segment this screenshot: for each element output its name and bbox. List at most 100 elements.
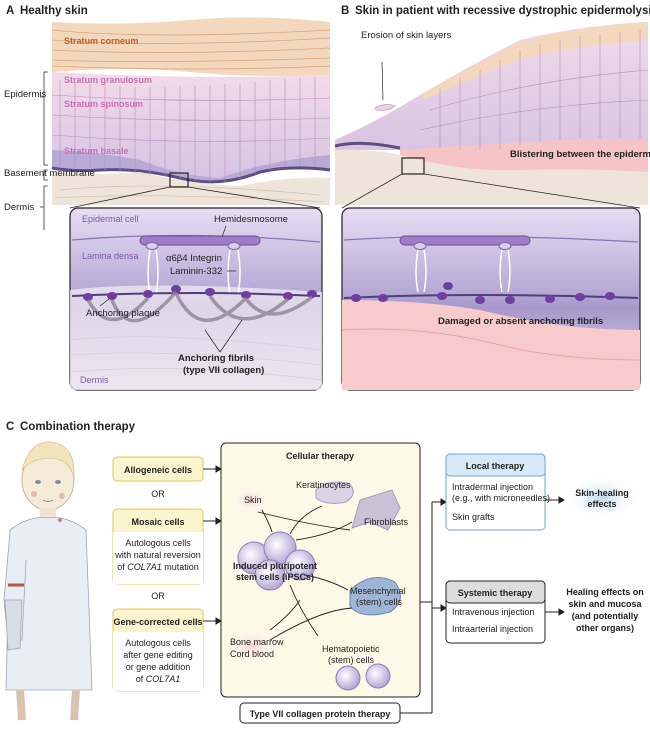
integrin-b-1: [413, 242, 427, 250]
child-illustration: [3, 441, 93, 721]
gc-desc-2: after gene editing: [123, 650, 193, 660]
zoom-line-right-b: [423, 173, 641, 209]
hematopoietic-label-2: (stem) cells: [328, 655, 375, 665]
or-label-2: OR: [151, 591, 165, 601]
cellular-arrows: [257, 505, 353, 641]
zoom-dermis-fibers-a: [69, 336, 323, 381]
epidermis-cell-outlines-b: [419, 30, 649, 150]
stratum-granulosum-label: Stratum granulosum: [64, 75, 152, 85]
panel-a-letter: A: [6, 5, 14, 17]
hematopoietic-cell-1: [335, 665, 361, 691]
panel-c: C Combination therapy Allogeneic cells O…: [3, 421, 644, 724]
zoom-dermis-label: Dermis: [80, 375, 109, 385]
skin-glow: [230, 486, 270, 514]
ipsc-cluster: [237, 531, 316, 591]
hematopoietic-label-1: Hematopoietic: [322, 644, 380, 654]
healing-label-4: other organs): [576, 623, 634, 633]
basement-membrane-b: [334, 141, 401, 150]
lamina-densa-line-b: [343, 294, 639, 299]
healing-label-3: (and potentially: [572, 611, 639, 621]
gc-desc-3: or gene addition: [126, 662, 191, 672]
healing-label-1: Healing effects on: [566, 587, 644, 597]
damaged-fibrils-label: Damaged or absent anchoring fibrils: [438, 316, 603, 327]
anchoring-fibrils-sub-label: (type VII collagen): [183, 365, 264, 376]
stratum-basale-label: Stratum basale: [64, 146, 129, 156]
panel-b-title: Skin in patient with recessive dystrophi…: [355, 5, 650, 17]
anchoring-plaque-pointer: [99, 298, 110, 307]
panel-b-letter: B: [341, 5, 349, 17]
gene-corrected-label: Gene-corrected cells: [113, 617, 202, 627]
blister-epidermis: [335, 22, 648, 160]
anchoring-plaques-b: [351, 282, 615, 304]
fibroblasts-label: Fibroblasts: [364, 517, 409, 527]
integrin-b-2: [498, 242, 512, 250]
anchoring-fibrils-label: Anchoring fibrils: [178, 353, 254, 364]
dermis-fibers: [54, 185, 326, 203]
stratum-corneum-label: Stratum corneum: [64, 36, 139, 46]
panel-c-title: Combination therapy: [20, 421, 136, 433]
panel-a-title: Healthy skin: [20, 5, 88, 17]
blistering-label: Blistering between the epidermis and der…: [510, 149, 650, 160]
ipsc-label-1: Induced pluripotent: [233, 561, 317, 571]
skin-healing-label-2: effects: [587, 499, 616, 509]
epidermis-layer: [52, 72, 330, 182]
basement-bracket: [43, 169, 48, 181]
blister-corneum: [420, 22, 648, 100]
protein-therapy-label: Type VII collagen protein therapy: [250, 709, 391, 719]
mosaic-desc-2: with natural reversion: [114, 550, 201, 560]
or-label-1: OR: [151, 489, 165, 499]
fibroblast-cells: [351, 489, 401, 531]
epidermal-cell-label: Epidermal cell: [82, 214, 139, 224]
mosaic-desc-1: Autologous cells: [125, 538, 191, 548]
erosion-label: Erosion of skin layers: [361, 30, 452, 41]
gene-corrected-desc-bg: [113, 632, 203, 691]
corneum-fibers: [51, 29, 331, 70]
anchoring-plaque-label: Anchoring plaque: [86, 308, 160, 319]
bone-marrow-label: Bone marrow: [230, 637, 284, 647]
systemic-therapy-header: [445, 580, 546, 604]
local-therapy-label: Local therapy: [466, 461, 525, 471]
therapy-arrows: [400, 498, 447, 714]
mosaic-label: Mosaic cells: [131, 517, 184, 527]
epidermis-bracket: [40, 71, 48, 166]
hemidesmosome-bar-b: [399, 235, 531, 246]
zoom-dermis-fibers-b: [341, 328, 641, 361]
panel-a: A Healthy skin Stratum corneum Stratum g…: [4, 5, 331, 395]
zoom-line-left-b: [341, 173, 403, 209]
zoom-square-b: [401, 157, 425, 175]
basement-membrane-label: Basement membrane: [4, 168, 95, 179]
anchoring-fibrils-pointer: [204, 319, 243, 353]
mesenchymal-label-2: (stem) cells: [356, 597, 403, 607]
healing-label-2: skin and mucosa: [568, 599, 642, 609]
integrin-label: α6β4 Integrin: [166, 253, 222, 264]
skin-source-label: Skin: [244, 495, 262, 505]
basement-membrane-line: [51, 166, 331, 184]
cord-blood-label: Cord blood: [230, 649, 274, 659]
skin-healing-label-1: Skin-healing: [575, 488, 629, 498]
systemic-result-arrow: [545, 608, 565, 616]
mesenchymal-label-1: Mesenchymal: [350, 586, 406, 596]
zoom-blister-b: [342, 300, 640, 390]
gc-desc-4: of COL7A1: [136, 674, 181, 684]
keratinocyte-cell: [315, 481, 354, 504]
mosaic-desc-bg: [113, 532, 203, 584]
hemidesmosome-pointer: [221, 225, 227, 238]
ipsc-label-2: stem cells (iPSCs): [236, 572, 314, 582]
dermis-b: [335, 149, 648, 205]
hemidesmosome-bar-a: [139, 235, 261, 246]
zoom-line-right-a: [187, 186, 321, 209]
systemic-item-2: Intraarterial injection: [452, 624, 533, 634]
local-therapy-header: [445, 453, 546, 477]
cellular-therapy-label: Cellular therapy: [286, 451, 354, 461]
local-item-1: Intradermal injection: [452, 482, 533, 492]
skin-healing-glow: [564, 476, 640, 520]
integrin-a-1: [145, 242, 159, 250]
zoom-square-a: [169, 172, 189, 188]
systemic-item-1: Intravenous injection: [452, 607, 535, 617]
dermis-bracket: [40, 185, 48, 230]
dermis-label: Dermis: [4, 202, 34, 213]
stratum-basale-layer: [52, 150, 330, 182]
anchoring-plaques-a: [83, 285, 317, 301]
gc-desc-1: Autologous cells: [125, 638, 191, 648]
